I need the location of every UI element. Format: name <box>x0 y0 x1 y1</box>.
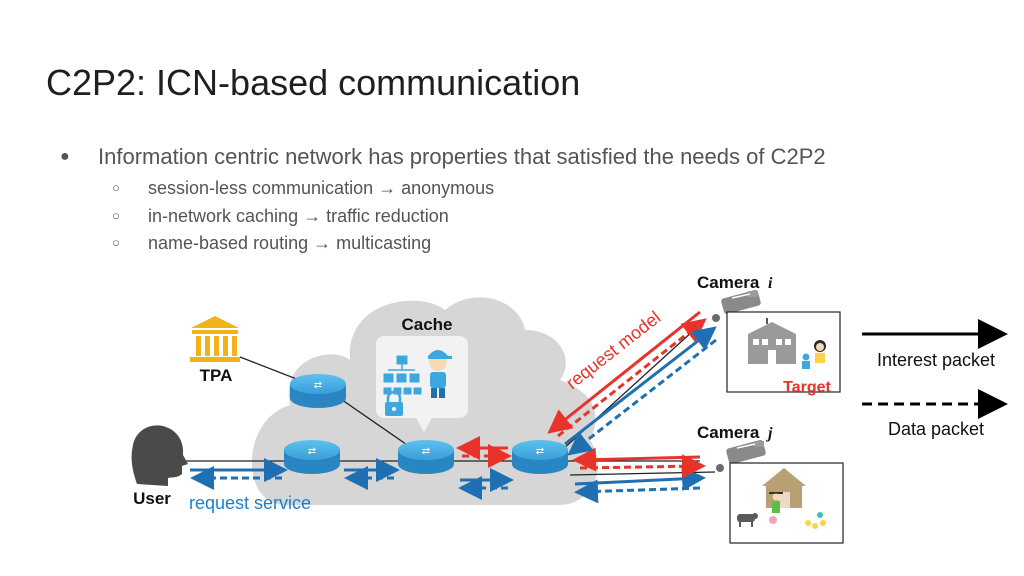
target-label: Target <box>783 379 831 396</box>
person-cap-icon <box>428 350 452 398</box>
lock-icon <box>385 390 403 416</box>
hierarchy-icon <box>383 355 422 395</box>
interest-arrows <box>190 310 717 504</box>
svg-text:⇄: ⇄ <box>314 380 322 391</box>
bullet-main-text: Information centric network has properti… <box>98 144 826 169</box>
svg-text:⇄: ⇄ <box>536 446 544 457</box>
farmer-icon <box>769 492 783 513</box>
request-service-label: request service <box>189 493 311 513</box>
tpa-building-icon <box>190 316 240 362</box>
cow-icon <box>737 513 758 527</box>
tpa-label: TPA <box>200 366 233 385</box>
animals-icon <box>769 512 826 529</box>
security-camera-icon <box>716 440 766 472</box>
user-head-icon <box>131 425 188 486</box>
router-icon: ⇄ <box>284 440 340 474</box>
slide-title: C2P2: ICN-based communication <box>46 62 581 103</box>
hollow-circle-icon: ○ <box>112 235 120 250</box>
router-icon: ⇄ <box>290 374 346 408</box>
user-label: User <box>133 489 171 508</box>
sub-bullet-text: in-network caching → traffic reduction <box>148 206 449 226</box>
router-icon: ⇄ <box>512 440 568 474</box>
school-building-icon <box>748 318 796 364</box>
svg-text:⇄: ⇄ <box>422 446 430 457</box>
security-camera-icon <box>712 290 761 322</box>
legend: Interest packet Data packet <box>862 319 1008 439</box>
barn-icon <box>762 468 806 508</box>
hollow-circle-icon: ○ <box>112 208 120 223</box>
router-icon: ⇄ <box>398 440 454 474</box>
legend-data-label: Data packet <box>888 419 984 439</box>
camera-j-var: j <box>765 425 773 442</box>
hollow-circle-icon: ○ <box>112 180 120 195</box>
camera-i-view: Target <box>726 311 841 396</box>
legend-interest-label: Interest packet <box>877 350 995 370</box>
children-icon <box>802 340 826 369</box>
bullet-list: ● Information centric network has proper… <box>0 0 1024 270</box>
camera-j-view <box>729 462 844 544</box>
bullet-dot-icon: ● <box>60 148 70 165</box>
cache-box: Cache <box>376 315 468 432</box>
sub-bullet-text: session-less communication → anonymous <box>148 178 495 198</box>
cache-label: Cache <box>401 315 452 334</box>
camera-i-label: Camera <box>697 273 760 292</box>
svg-text:⇄: ⇄ <box>308 446 316 457</box>
camera-j-label: Camera <box>697 423 760 442</box>
camera-i-var: i <box>768 275 773 292</box>
sub-bullet-text: name-based routing → multicasting <box>148 233 432 253</box>
